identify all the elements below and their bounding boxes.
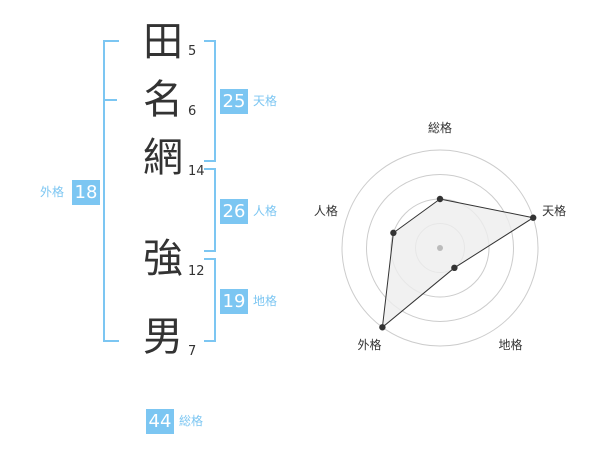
- gaikaku-label: 外格: [40, 185, 65, 199]
- tenkaku-bracket: [204, 40, 216, 162]
- stroke-count-5: 7: [188, 344, 197, 359]
- tenkaku-label: 天格: [253, 94, 278, 108]
- bracket-tick: [103, 99, 117, 101]
- chikaku-bracket: [204, 258, 216, 342]
- jinkaku-bracket: [204, 168, 216, 252]
- radar-axis-label: 総格: [428, 120, 452, 135]
- name-char-3: 網: [143, 135, 183, 181]
- name-char-1: 田: [143, 19, 183, 65]
- name-char-5: 男: [143, 314, 183, 360]
- jinkaku-label: 人格: [253, 204, 278, 218]
- radar-grid-ring: [341, 149, 539, 347]
- name-char-4: 強: [143, 236, 183, 282]
- radar-grid-ring: [366, 174, 514, 322]
- gaikaku-bracket: [103, 40, 119, 342]
- name-char-2: 名: [143, 77, 183, 123]
- stroke-count-4: 12: [188, 264, 205, 279]
- chikaku-label: 地格: [253, 294, 278, 308]
- radar-center-dot: [437, 245, 443, 251]
- jinkaku-value: 26: [220, 199, 248, 224]
- radar-axis-label: 天格: [542, 203, 566, 218]
- stroke-count-1: 5: [188, 44, 197, 59]
- stroke-count-2: 6: [188, 104, 197, 119]
- soukaku-value: 44: [146, 409, 174, 434]
- stroke-count-3: 14: [188, 164, 205, 179]
- radar-axis-label: 地格: [499, 337, 523, 352]
- chikaku-value: 19: [220, 289, 248, 314]
- radar-axis-label: 人格: [314, 203, 338, 218]
- radar-point-5: [390, 229, 397, 237]
- tenkaku-value: 25: [220, 89, 248, 114]
- radar-point-4: [379, 324, 386, 331]
- radar-point-2: [530, 214, 537, 221]
- radar-axis-label: 外格: [357, 337, 381, 352]
- soukaku-label: 総格: [179, 414, 204, 428]
- radar-point-3: [451, 264, 458, 272]
- radar-point-1: [436, 195, 444, 203]
- radar-area: [381, 198, 535, 329]
- gaikaku-value: 18: [72, 180, 100, 205]
